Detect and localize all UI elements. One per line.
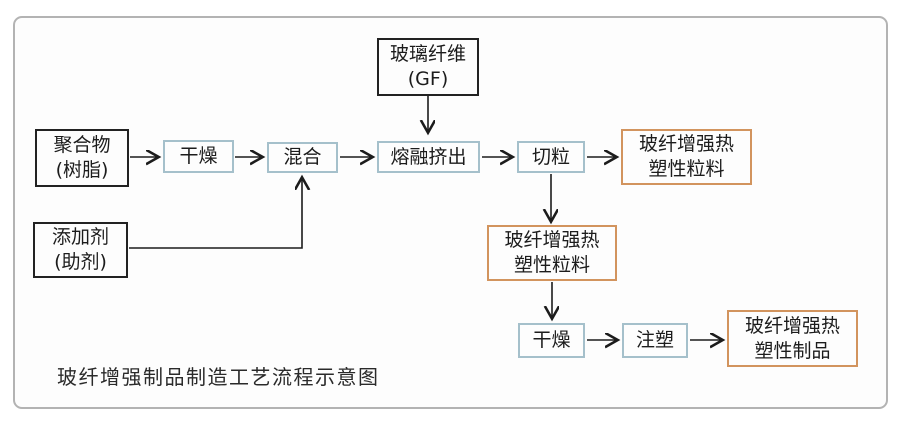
node-polymer: 聚合物 (树脂) (35, 129, 129, 187)
node-polymer-line2: (树脂) (55, 159, 109, 181)
node-additive-line2: (助剂) (54, 251, 107, 273)
node-polymer-line1: 聚合物 (53, 134, 111, 157)
node-reinforced-pellets-1-line2: 塑性粒料 (648, 158, 725, 180)
node-melt-extrude-label: 熔融挤出 (390, 145, 467, 168)
node-reinforced-pellets-1: 玻纤增强热 塑性粒料 (621, 129, 752, 185)
node-pelletize-label: 切粒 (531, 145, 570, 168)
node-glass-fiber: 玻璃纤维 (GF) (377, 38, 479, 96)
node-dry-2: 干燥 (518, 323, 585, 358)
node-dry-1-label: 干燥 (179, 145, 218, 168)
node-reinforced-pellets-2: 玻纤增强热 塑性粒料 (487, 225, 617, 281)
node-glass-fiber-line1: 玻璃纤维 (389, 43, 466, 66)
node-injection-molding-label: 注塑 (635, 329, 674, 352)
node-glass-fiber-line2: (GF) (407, 68, 449, 90)
node-reinforced-pellets-2-line1: 玻纤增强热 (504, 229, 600, 252)
node-reinforced-product: 玻纤增强热 塑性制品 (727, 310, 858, 367)
node-injection-molding: 注塑 (622, 323, 688, 358)
node-reinforced-pellets-2-line2: 塑性粒料 (513, 254, 590, 276)
diagram-caption: 玻纤增强制品制造工艺流程示意图 (57, 365, 380, 389)
node-reinforced-product-line1: 玻纤增强热 (744, 314, 840, 337)
node-reinforced-product-line2: 塑性制品 (754, 339, 831, 362)
node-dry-1: 干燥 (163, 140, 234, 173)
node-reinforced-pellets-1-line1: 玻纤增强热 (638, 133, 734, 156)
node-pelletize: 切粒 (517, 141, 585, 173)
node-mix-label: 混合 (283, 146, 322, 169)
node-additive: 添加剂 (助剂) (33, 222, 128, 278)
node-dry-2-label: 干燥 (532, 329, 571, 352)
node-mix: 混合 (267, 142, 338, 173)
node-additive-line1: 添加剂 (51, 226, 109, 249)
node-melt-extrude: 熔融挤出 (377, 141, 480, 173)
